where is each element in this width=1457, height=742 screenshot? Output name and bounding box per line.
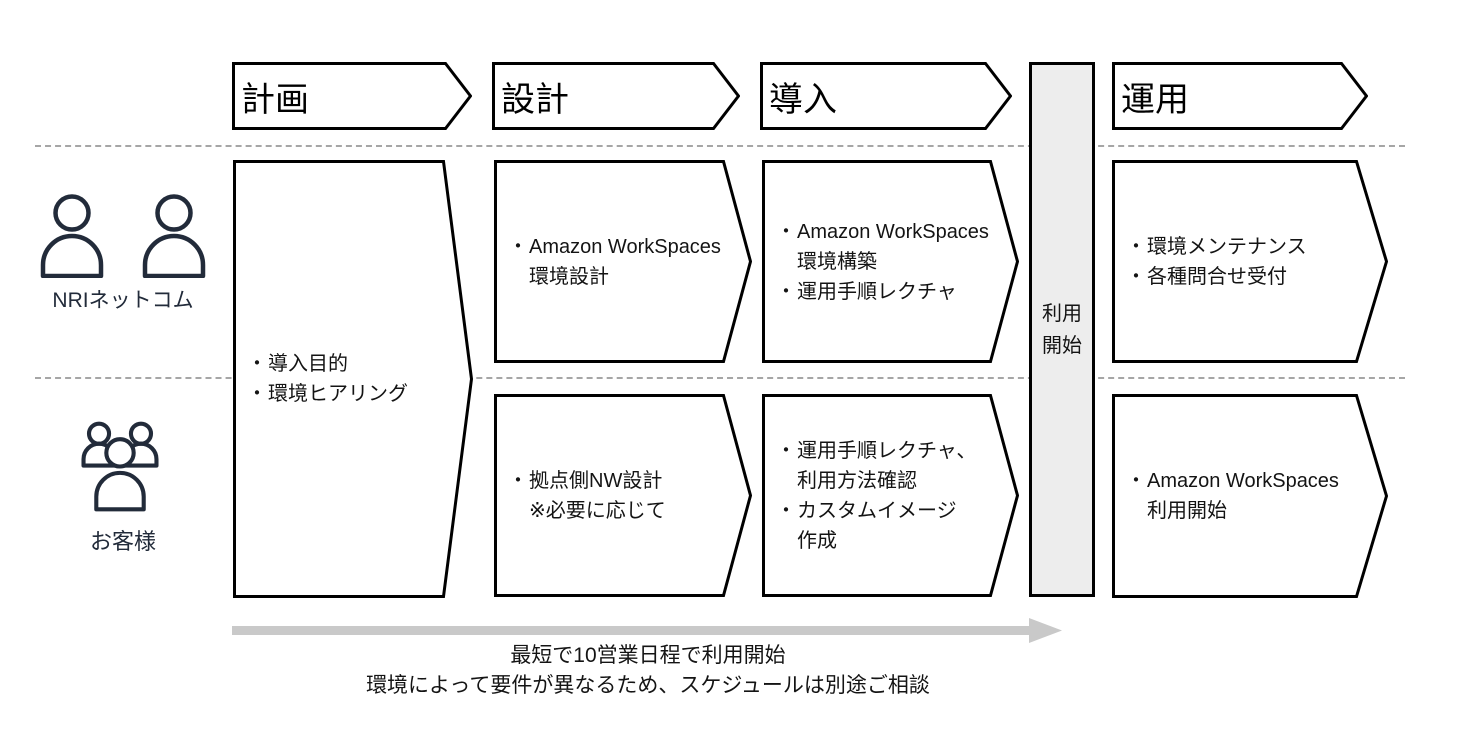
phase-header-plan: 計画	[232, 62, 472, 130]
people-group-icon	[76, 420, 164, 518]
box-text: ・Amazon WorkSpaces 環境設計	[494, 160, 752, 363]
bullet: ・	[508, 469, 528, 492]
bullet: ・	[1126, 265, 1146, 288]
item-lines: Amazon WorkSpaces 利用開始	[1147, 466, 1339, 526]
bullet-item: ・環境メンテナンス	[1126, 232, 1342, 262]
item-line: カスタムイメージ	[797, 499, 957, 522]
milestone-bar: 利用 開始	[1029, 62, 1095, 597]
chevron-shape	[233, 160, 473, 598]
caption-line-1: 最短で10営業日程で利用開始	[510, 644, 786, 667]
phase-box-design-nri: ・Amazon WorkSpaces 環境設計	[494, 160, 752, 363]
item-line: 作成	[797, 529, 837, 552]
chevron-shape	[760, 62, 1012, 130]
item-line: 環境ヒアリング	[268, 383, 408, 405]
phase-box-operate-customer: ・Amazon WorkSpaces 利用開始	[1112, 394, 1388, 598]
box-text: ・導入目的・環境ヒアリング	[233, 160, 473, 598]
item-line: Amazon WorkSpaces	[529, 235, 721, 258]
item-lines: Amazon WorkSpaces 環境構築	[797, 217, 989, 277]
item-line: 環境メンテナンス	[1147, 235, 1307, 258]
item-lines: 各種問合せ受付	[1147, 262, 1287, 292]
item-line: 拠点側NW設計	[529, 469, 663, 492]
item-lines: 運用手順レクチャ、利用方法確認	[797, 436, 976, 496]
timeline-caption: 最短で10営業日程で利用開始 環境によって要件が異なるため、スケジュールは別途ご…	[232, 641, 1064, 701]
bullet: ・	[776, 280, 796, 303]
item-lines: 運用手順レクチャ	[797, 277, 957, 307]
chevron-shape	[494, 160, 752, 363]
item-lines: 拠点側NW設計 ※必要に応じて	[529, 466, 666, 526]
swimlane-divider-middle	[35, 377, 1405, 379]
item-lines: 環境ヒアリング	[268, 379, 408, 409]
bullet-item: ・導入目的	[247, 349, 427, 379]
phase-header-label: 導入	[769, 80, 837, 119]
bullet-item: ・カスタムイメージ作成	[776, 496, 973, 556]
item-line: 各種問合せ受付	[1147, 265, 1287, 288]
box-text: ・運用手順レクチャ、利用方法確認・カスタムイメージ作成	[762, 394, 1019, 597]
item-line: 利用方法確認	[797, 469, 917, 492]
item-line: 利用開始	[1147, 500, 1227, 522]
box-text: ・Amazon WorkSpaces 利用開始	[1112, 394, 1388, 598]
two-people-icon	[38, 192, 208, 283]
bullet-item: ・Amazon WorkSpaces 環境設計	[508, 232, 721, 292]
chevron-shape	[492, 62, 740, 130]
phase-box-deploy-customer: ・運用手順レクチャ、利用方法確認・カスタムイメージ作成	[762, 394, 1019, 597]
timeline-arrow	[232, 617, 1064, 649]
bullet: ・	[247, 353, 267, 375]
bullet: ・	[247, 383, 267, 405]
milestone-line: 開始	[1042, 334, 1082, 357]
item-line: 運用手順レクチャ	[797, 280, 957, 303]
bullet-item: ・拠点側NW設計 ※必要に応じて	[508, 466, 706, 526]
bullet-item: ・Amazon WorkSpaces 環境構築	[776, 217, 989, 277]
bullet: ・	[1126, 470, 1146, 492]
chevron-shape	[232, 62, 472, 130]
item-line: Amazon WorkSpaces	[1147, 470, 1339, 492]
chevron-shape	[1112, 160, 1388, 363]
chevron-shape	[1112, 62, 1368, 130]
item-lines: カスタムイメージ作成	[797, 496, 957, 556]
item-line: 環境構築	[797, 250, 877, 273]
lane-label-customer: お客様	[89, 529, 156, 554]
phase-header-deploy: 導入	[760, 62, 1012, 130]
item-line: ※必要に応じて	[529, 499, 666, 522]
phase-box-plan-shared: ・導入目的・環境ヒアリング	[233, 160, 473, 598]
bullet: ・	[508, 235, 528, 258]
lane-label-nri: NRIネットコム	[52, 289, 194, 312]
bullet: ・	[776, 220, 796, 243]
bullet-item: ・Amazon WorkSpaces 利用開始	[1126, 466, 1342, 526]
box-text: ・環境メンテナンス・各種問合せ受付	[1112, 160, 1388, 363]
milestone-line: 利用	[1042, 302, 1082, 325]
bullet-item: ・運用手順レクチャ、利用方法確認	[776, 436, 976, 496]
bullet: ・	[1126, 235, 1146, 258]
phase-header-operate: 運用	[1112, 62, 1368, 130]
chevron-shape	[762, 394, 1019, 597]
chevron-shape	[762, 160, 1019, 363]
chevron-shape	[1112, 394, 1388, 598]
box-text: ・拠点側NW設計 ※必要に応じて	[494, 394, 752, 597]
phase-box-operate-nri: ・環境メンテナンス・各種問合せ受付	[1112, 160, 1388, 363]
caption-line-2: 環境によって要件が異なるため、スケジュールは別途ご相談	[366, 674, 930, 697]
phase-header-label: 設計	[501, 80, 569, 119]
item-line: 環境設計	[529, 265, 609, 288]
phase-header-design: 設計	[492, 62, 740, 130]
bullet-item: ・環境ヒアリング	[247, 379, 427, 409]
phase-header-label: 計画	[241, 80, 309, 119]
swimlane-divider-top	[35, 145, 1405, 147]
item-lines: 導入目的	[268, 349, 348, 379]
phase-box-design-customer: ・拠点側NW設計 ※必要に応じて	[494, 394, 752, 597]
item-line: Amazon WorkSpaces	[797, 220, 989, 243]
item-line: 導入目的	[268, 353, 348, 375]
chevron-shape	[494, 394, 752, 597]
bullet-item: ・運用手順レクチャ	[776, 277, 973, 307]
phase-header-label: 運用	[1121, 80, 1189, 119]
item-line: 運用手順レクチャ、	[797, 439, 977, 462]
bullet: ・	[776, 439, 796, 462]
bullet: ・	[776, 499, 796, 522]
bullet-item: ・各種問合せ受付	[1126, 262, 1342, 292]
item-lines: Amazon WorkSpaces 環境設計	[529, 232, 721, 292]
item-lines: 環境メンテナンス	[1147, 232, 1307, 262]
